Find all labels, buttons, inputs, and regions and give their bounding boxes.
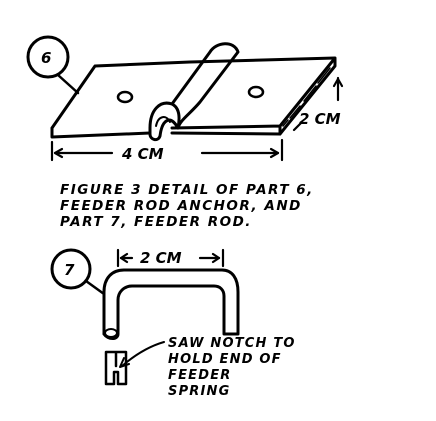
part-7-width-dimension <box>116 248 225 268</box>
part-7-callout-circle <box>50 248 92 290</box>
part-6-hole-right <box>247 85 265 99</box>
part-6-number: 6 <box>41 49 51 67</box>
part-6-depth-dimension <box>292 76 344 132</box>
part-6-depth-label: 2 CM <box>299 110 341 128</box>
note-line-2: HOLD END OF <box>168 352 282 367</box>
figure-caption: FIGURE 3 DETAIL OF PART 6, FEEDER ROD AN… <box>60 182 314 230</box>
note-line-3: FEEDER <box>168 368 232 383</box>
part-6-plate-outline <box>50 56 337 139</box>
part-6-width-label: 4 CM <box>121 145 164 163</box>
part-6-hole-left <box>116 90 134 104</box>
part-7-feeder-rod: 7 2 CM SAW NOTCH TO HOLD END OF FEEDER S… <box>50 248 296 399</box>
note-line-1: SAW NOTCH TO <box>168 336 296 351</box>
part-7-notch-detail <box>104 350 128 386</box>
caption-line-2: FEEDER ROD ANCHOR, AND <box>60 198 302 214</box>
part-6-end-hatching <box>282 67 331 127</box>
part-7-rod-outline <box>102 268 240 340</box>
part-6-width-dimension <box>50 138 284 162</box>
part-7-leader-line <box>84 279 106 296</box>
part-7-note-leader <box>121 341 165 367</box>
part-6-anchor: 6 4 CM <box>26 35 344 163</box>
part-7-rod-end <box>104 328 118 338</box>
part-6-leader-line <box>56 73 80 95</box>
caption-line-1: FIGURE 3 DETAIL OF PART 6, <box>60 182 314 198</box>
part-7-number: 7 <box>64 261 75 279</box>
part-6-channel-notch <box>155 116 171 127</box>
note-line-4: SPRING <box>168 384 231 399</box>
part-7-note-arrow <box>119 357 130 368</box>
part-6-rod-channel <box>148 42 240 142</box>
part-7-width-label: 2 CM <box>140 249 182 267</box>
caption-line-3: PART 7, FEEDER ROD. <box>60 214 252 230</box>
part-6-callout-circle <box>26 35 70 79</box>
